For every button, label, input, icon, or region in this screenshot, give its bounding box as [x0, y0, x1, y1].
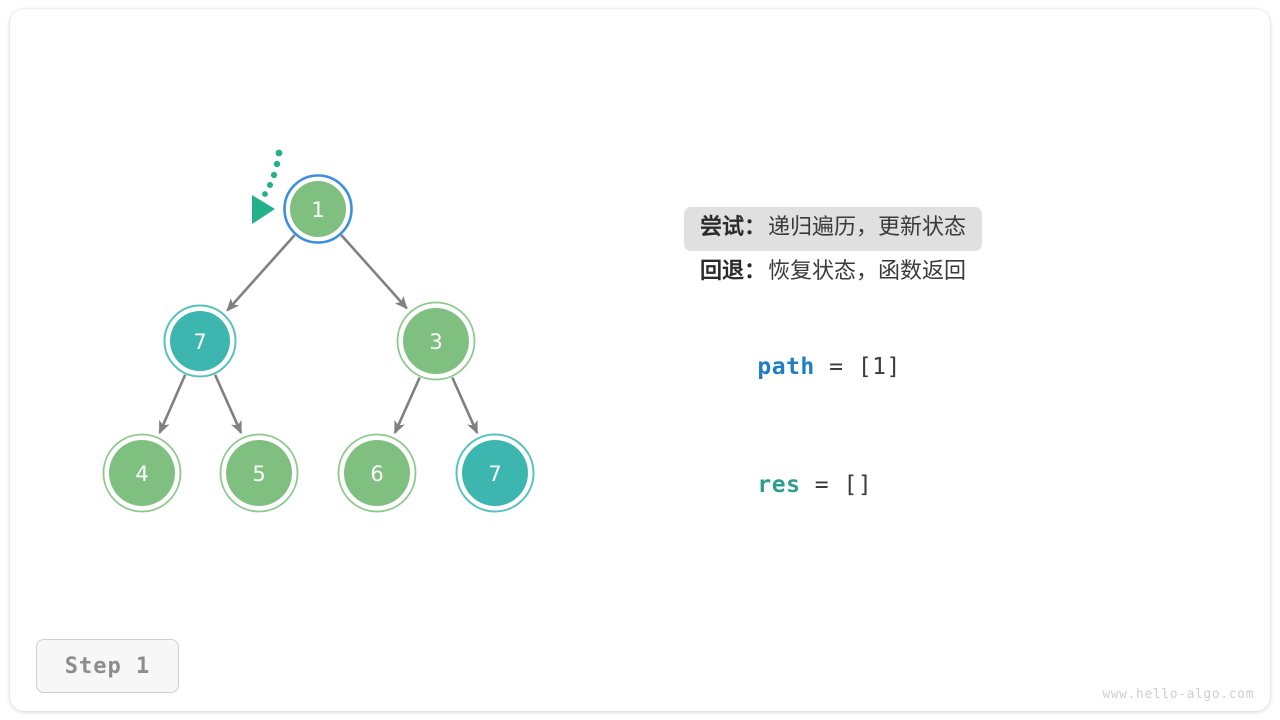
tree-node-5: 5	[219, 433, 299, 513]
node-value: 7	[193, 330, 206, 354]
node-disc	[170, 311, 230, 371]
tree-edge	[340, 234, 408, 310]
tree-nodes: 1 7 3 4 5 6 7	[102, 174, 535, 513]
path-variable-name: path	[757, 354, 815, 380]
try-label: 尝试：	[700, 215, 767, 240]
res-state-line: res = []	[700, 446, 872, 524]
node-disc	[403, 308, 469, 374]
node-ring-gap	[285, 176, 351, 242]
pointer-trail-dot	[270, 171, 278, 179]
panel-row-try: 尝试： 递归遍历，更新状态	[684, 207, 1204, 251]
node-value: 3	[429, 330, 442, 354]
path-state-line: path = [1]	[700, 328, 901, 406]
node-value: 4	[135, 462, 148, 486]
node-ring-gap	[104, 435, 180, 511]
node-disc	[290, 181, 346, 237]
tree-edge	[213, 374, 243, 435]
tree-edge	[158, 374, 187, 435]
tree-node-7: 7	[163, 304, 237, 378]
node-ring-gap	[221, 435, 297, 511]
backtrack-text: 恢复状态，函数返回	[768, 259, 967, 284]
try-row-highlight: 尝试： 递归遍历，更新状态	[684, 207, 983, 251]
step-badge-label: Step 1	[64, 653, 151, 679]
site-watermark: www.hello-algo.com	[1102, 687, 1254, 702]
node-disc	[462, 440, 528, 506]
try-text: 递归遍历，更新状态	[768, 215, 967, 240]
tree-edge	[226, 234, 296, 312]
tree-edge	[451, 376, 479, 435]
explanation-panel: 尝试： 递归遍历，更新状态 回退： 恢复状态，函数返回	[684, 207, 1204, 295]
node-ring-gap	[398, 303, 474, 379]
tree-node-3: 3	[396, 301, 476, 381]
step-badge: Step 1	[36, 639, 179, 693]
res-variable-value: = []	[800, 472, 873, 498]
current-node-pointer	[252, 149, 283, 224]
node-value: 6	[370, 462, 383, 486]
tree-edge	[393, 376, 421, 435]
node-value: 1	[311, 198, 324, 222]
node-disc	[344, 440, 410, 506]
tree-node-7: 7	[455, 433, 535, 513]
tree-node-6: 6	[337, 433, 417, 513]
node-value: 7	[488, 462, 501, 486]
node-outer-ring	[337, 433, 417, 513]
path-variable-value: = [1]	[814, 354, 901, 380]
node-outer-ring	[102, 433, 182, 513]
pointer-trail-dot	[262, 191, 268, 197]
tree-edges	[158, 234, 479, 435]
node-outer-ring	[163, 304, 237, 378]
pointer-trail-dot	[273, 160, 281, 168]
node-value: 5	[252, 462, 265, 486]
tree-node-1: 1	[283, 174, 353, 244]
pointer-trail-dot	[275, 149, 283, 157]
res-variable-name: res	[757, 472, 801, 498]
node-outer-ring	[396, 301, 476, 381]
backtrack-label: 回退：	[700, 259, 767, 284]
node-outer-ring	[455, 433, 535, 513]
node-disc	[226, 440, 292, 506]
backtrack-row: 回退： 恢复状态，函数返回	[684, 251, 982, 295]
pointer-triangle-icon	[252, 195, 275, 224]
node-ring-gap	[339, 435, 415, 511]
node-ring-gap	[165, 306, 235, 376]
node-ring-gap	[457, 435, 533, 511]
node-outer-ring	[219, 433, 299, 513]
node-disc	[109, 440, 175, 506]
node-outer-ring	[283, 174, 353, 244]
panel-row-backtrack: 回退： 恢复状态，函数返回	[684, 251, 1204, 295]
tree-node-4: 4	[102, 433, 182, 513]
pointer-trail-dot	[267, 182, 273, 188]
